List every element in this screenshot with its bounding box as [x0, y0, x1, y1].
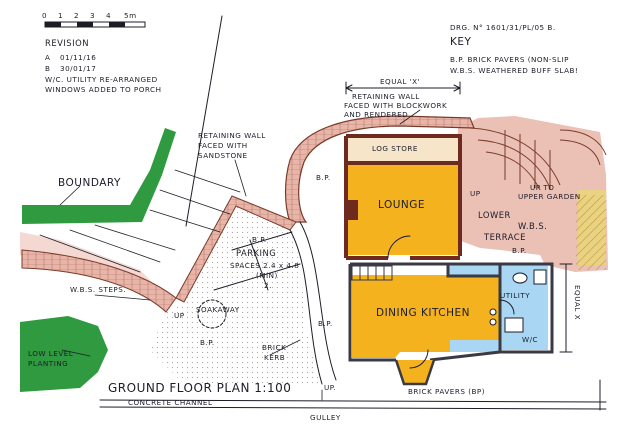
revision-b-letter: B [45, 64, 50, 73]
up-mark-2: UP [470, 189, 481, 198]
soakaway-label: SOAKAWAY [196, 305, 240, 314]
revision-b-date: 30/01/17 [60, 64, 96, 73]
bp-label-4: B.P. [200, 338, 215, 347]
upper-garden-label-2: UPPER GARDEN [518, 192, 581, 201]
hatching-strokes [39, 169, 241, 273]
dimension-top-label: EQUAL 'X' [380, 77, 420, 86]
dimension-top [345, 81, 461, 95]
dining-kitchen-room [352, 275, 500, 358]
terrace-label-3: TERRACE [483, 232, 526, 242]
lounge-room [348, 163, 458, 255]
boundary-label: BOUNDARY [58, 177, 121, 189]
leader-lines [59, 109, 421, 401]
right-hatch-strip [576, 195, 606, 270]
key-line-bp: B.P. BRICK PAVERS (NON-SLIP [450, 55, 569, 64]
retaining-wall-right-2: FACED WITH BLOCKWORK [344, 101, 447, 110]
bp-label-1: B.P. [316, 173, 331, 182]
road-edge-lines [99, 379, 607, 411]
up-mark-1: UP [174, 311, 185, 320]
key-heading: KEY [450, 36, 472, 48]
parking-label: PARKING [236, 248, 276, 258]
channel-label: CONCRETE CHANNEL [128, 398, 212, 407]
stair [351, 265, 393, 281]
scale-tick-3: 3 [90, 11, 95, 20]
scale-tick-1: 1 [58, 11, 63, 20]
retaining-wall-left-1: RETAINING WALL [198, 131, 266, 140]
low-planting-label-1: LOW LEVEL [28, 349, 73, 358]
parking-size: SPACES 2.4 x 4.8 [230, 261, 299, 270]
log-store-room [348, 138, 458, 163]
scale-tick-0: 0 [42, 11, 47, 20]
retaining-wall-right-1: RETAINING WALL [352, 92, 420, 101]
long-diagonal-line [185, 15, 223, 227]
drawing-number: DRG. N° 1601/31/PL/05 B. [450, 23, 556, 32]
terrace-paving [458, 116, 608, 272]
dimension-right-label: EQUAL X [573, 285, 582, 320]
low-planting-label-2: PLANTING [28, 359, 68, 368]
plan-title: GROUND FLOOR PLAN 1:100 [108, 381, 291, 395]
door-swings [387, 235, 515, 369]
lounge-label: LOUNGE [378, 199, 425, 211]
revision-heading: REVISION [45, 38, 89, 48]
porch-bay [394, 359, 436, 386]
wc-fixtures [489, 269, 547, 333]
parking-min: (MIN) [256, 271, 278, 280]
scale-tick-2: 2 [74, 11, 79, 20]
bp-label-2: B.P. [318, 319, 333, 328]
low-level-planting-area [20, 316, 108, 392]
terrace-label-2: W.B.S. [518, 221, 547, 231]
soakaway-circle [197, 299, 227, 329]
utility-label: UTILITY [500, 291, 530, 300]
gulley-label: GULLEY [310, 413, 341, 422]
scale-bar: 0 1 2 3 4 5m [42, 11, 146, 28]
log-store-label: LOG STORE [372, 144, 418, 153]
boundary-hedge [22, 128, 176, 224]
house-lower-walls [348, 262, 554, 362]
kitchen-counter-low [450, 340, 500, 352]
bp-label-3: B.P. [512, 246, 527, 255]
kitchen-counter [448, 264, 500, 276]
dining-kitchen-label: DINING KITCHEN [376, 307, 470, 319]
key-line-wbs: W.B.S. WEATHERED BUFF SLAB! [450, 66, 578, 75]
retaining-wall-right-3: AND RENDERED [344, 110, 408, 119]
fireplace [346, 200, 358, 220]
parking-bp: B.P. [252, 235, 267, 244]
wc-label: W/C [522, 335, 538, 344]
brick-kerb-label-1: BRICK [262, 343, 286, 352]
upper-garden-label-1: UP TO [530, 183, 554, 192]
terrace-label-1: LOWER [478, 210, 511, 220]
parking-gravel [150, 206, 320, 386]
retaining-wall-left-3: SANDSTONE [198, 151, 248, 160]
building-walls [344, 134, 462, 260]
kerb-lines [289, 221, 337, 385]
brick-kerb-label-2: KERB [264, 353, 285, 362]
scale-tick-4: 4 [106, 11, 111, 20]
parking-count: 2. [264, 281, 272, 290]
parking-bay-lines [213, 231, 301, 291]
retaining-wall-left-2: FACED WITH [198, 141, 248, 150]
revision-note-2: WINDOWS ADDED TO PORCH [45, 85, 161, 94]
up-mark-3: UP. [324, 383, 336, 392]
garden-steps-fan [469, 127, 607, 191]
scale-tick-5m: 5m [124, 11, 137, 20]
brick-pavers-note: BRICK PAVERS (BP) [408, 387, 485, 396]
revision-a-date: 01/11/16 [60, 53, 96, 62]
steps-label: W.B.S. STEPS. [70, 285, 126, 294]
revision-note-1: W/C. UTILITY RE-ARRANGED [45, 75, 158, 84]
revision-a-letter: A [45, 53, 50, 62]
dimension-right [559, 263, 573, 353]
